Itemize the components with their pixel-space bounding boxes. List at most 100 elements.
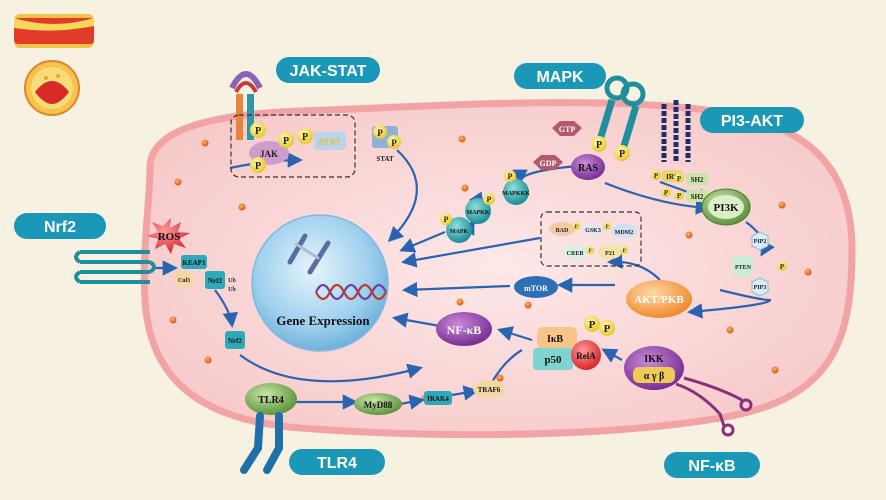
stat-dimer-label: STAT bbox=[376, 155, 394, 163]
irak4-node bbox=[424, 391, 452, 405]
signal-arrows bbox=[152, 149, 775, 410]
jak-phospho-1-label: P bbox=[255, 126, 261, 137]
ikb-label: IκB bbox=[547, 334, 563, 345]
p50-label: p50 bbox=[544, 354, 562, 366]
pip3-label: PIP3 bbox=[754, 285, 767, 291]
jak-stat-complex-box bbox=[230, 114, 356, 178]
ub-label-1: Ub bbox=[228, 278, 236, 284]
myd88-node bbox=[354, 393, 402, 415]
mapkkk-node bbox=[503, 179, 529, 205]
nfkb-title-bar bbox=[664, 452, 760, 478]
membrane-receptor-icon bbox=[74, 250, 156, 284]
stat-node bbox=[314, 132, 346, 150]
mtor-node bbox=[514, 276, 558, 298]
p21-node bbox=[598, 245, 622, 259]
cul3-node bbox=[173, 271, 195, 287]
bad-node bbox=[549, 222, 575, 236]
mapk-label: MAPK bbox=[450, 229, 469, 235]
sh2-label-2: SH2 bbox=[691, 193, 704, 201]
stat-dimer-phospho-2 bbox=[387, 135, 401, 149]
nucleus bbox=[251, 214, 389, 352]
nrf2-label: Nrf2 bbox=[208, 277, 222, 285]
irs-phospho-2 bbox=[661, 187, 671, 197]
tlr4-label: TLR4 bbox=[258, 395, 284, 406]
nrf2-title: Nrf2 bbox=[44, 219, 76, 236]
gdp-node bbox=[533, 155, 563, 170]
cul3-label: Cul3 bbox=[178, 278, 190, 284]
jak-label: JAK bbox=[260, 149, 278, 159]
nrf2-free-node bbox=[225, 331, 245, 349]
jak-stat-title: JAK-STAT bbox=[290, 63, 367, 80]
nfkb-node bbox=[436, 312, 492, 346]
jak-phospho-3 bbox=[250, 157, 266, 173]
stat-dimer-phospho-1-label: P bbox=[377, 128, 383, 138]
keap1-label: KEAP1 bbox=[183, 259, 206, 267]
sh2-node-2 bbox=[686, 190, 708, 202]
rtk-phospho-2 bbox=[614, 145, 630, 161]
vessel-cross-section-icon bbox=[24, 60, 80, 116]
bad-phospho-label: P bbox=[574, 225, 577, 230]
pi3k-label: PI3K bbox=[713, 202, 739, 214]
rtk-phospho-2-label: P bbox=[619, 149, 625, 160]
stat-dimer-phospho-1 bbox=[373, 125, 387, 139]
mapkk-label: MAPKK bbox=[467, 210, 490, 216]
creb-phospho-label: P bbox=[588, 249, 591, 254]
nrf2-title-bar bbox=[14, 213, 106, 239]
rtk-receptor-icon bbox=[596, 75, 646, 148]
gtp-label: GTP bbox=[559, 125, 576, 134]
pip2-node bbox=[751, 231, 769, 251]
tlr4-receptor-icon bbox=[240, 412, 283, 474]
dna-helix-icon bbox=[315, 283, 387, 301]
nrf2-free-label: Nrf2 bbox=[228, 337, 242, 345]
irak4-label: IRAK4 bbox=[427, 395, 449, 403]
mapk-title-bar bbox=[514, 63, 606, 89]
mapkkk-label: MAPKKK bbox=[502, 191, 530, 197]
p21-phospho-label: P bbox=[622, 249, 625, 254]
mapkkk-phospho bbox=[504, 170, 516, 182]
traf6-label: TRAF6 bbox=[478, 386, 501, 394]
ikb-phospho-2 bbox=[599, 320, 615, 336]
akt-targets-box bbox=[540, 211, 642, 267]
gtp-node bbox=[552, 121, 582, 136]
ros-label: ROS bbox=[158, 231, 181, 243]
mapkk-phospho bbox=[483, 193, 495, 205]
sh2-phospho-1 bbox=[674, 173, 684, 183]
pten-node bbox=[733, 256, 753, 276]
ikb-node bbox=[537, 327, 577, 349]
tlr4-title: TLR4 bbox=[317, 455, 357, 472]
p21-label: P21 bbox=[605, 251, 615, 257]
mapkk-phospho-label: P bbox=[487, 195, 492, 204]
sh2-phospho-1-label: P bbox=[677, 175, 682, 183]
rela-label: RelA bbox=[576, 351, 596, 361]
nfkb-title: NF-κB bbox=[688, 458, 735, 475]
p21-phospho bbox=[620, 246, 628, 254]
pip2-label: PIP2 bbox=[754, 239, 767, 245]
stat-phospho bbox=[297, 128, 313, 144]
sh2-phospho-2-label: P bbox=[677, 192, 682, 200]
ikk-label: IKK bbox=[644, 354, 664, 365]
ikb-phospho-1 bbox=[584, 316, 600, 332]
vessel-longitudinal-icon bbox=[14, 14, 94, 48]
rela-node bbox=[571, 340, 601, 370]
irs-label: IRS bbox=[666, 173, 678, 181]
pten-label: PTEN bbox=[735, 265, 752, 271]
sh2-label-1: SH2 bbox=[691, 176, 704, 184]
cytoplasm-dots bbox=[169, 135, 812, 402]
tnf-receptor-icon bbox=[675, 376, 753, 437]
ub-label-2: Ub bbox=[228, 287, 236, 293]
mdm2-label: MDM2 bbox=[615, 230, 634, 236]
sh2-phospho-2 bbox=[674, 190, 684, 200]
bad-phospho bbox=[572, 222, 580, 230]
pi3-akt-title-bar bbox=[700, 107, 804, 133]
traf6-node bbox=[473, 380, 505, 398]
pi3k-node-inner bbox=[708, 195, 744, 219]
rtk-phospho-1 bbox=[591, 136, 607, 152]
mapkkk-phospho-label: P bbox=[508, 172, 513, 181]
gsk3-phospho-label: P bbox=[605, 225, 608, 230]
jak-phospho-3-label: P bbox=[255, 161, 261, 172]
stat-phospho-label: P bbox=[302, 132, 308, 143]
rtk-phospho-1-label: P bbox=[596, 140, 602, 151]
mapk-phospho bbox=[440, 213, 452, 225]
